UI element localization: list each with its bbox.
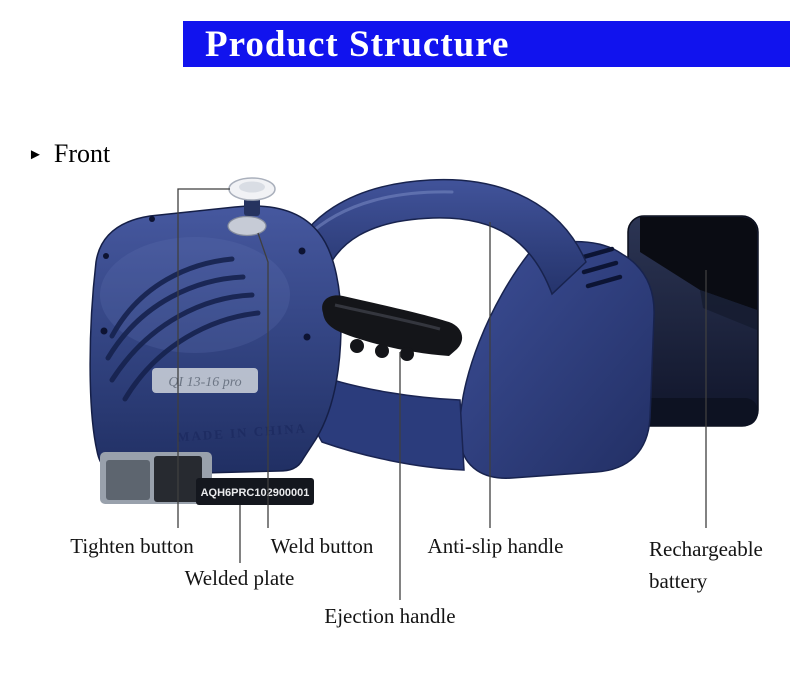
- rechargeable-battery-label-line2: battery: [649, 569, 708, 593]
- battery-bottom-band: [628, 398, 758, 426]
- weld-button-label: Weld button: [270, 534, 374, 558]
- anti-slip-handle: [286, 178, 587, 296]
- rechargeable-battery-label-line1: Rechargeable: [649, 537, 763, 561]
- base-mechanism: AQH6PRC102900001: [100, 452, 314, 505]
- battery-clip: [700, 290, 757, 330]
- serial-number: AQH6PRC102900001: [201, 487, 310, 499]
- weld-button-line: [257, 232, 269, 528]
- front-section-label: ► Front: [28, 139, 110, 169]
- handle-highlight: [303, 190, 454, 240]
- callout-lines: [177, 188, 707, 600]
- welded-plate-label: Welded plate: [184, 566, 295, 590]
- battery-top-panel: [640, 217, 757, 310]
- body-screws: [100, 216, 311, 341]
- model-label: QI 13-16 pro: [168, 375, 241, 390]
- rear-vent-slots: [577, 246, 623, 289]
- body-vent-lines: [105, 256, 261, 402]
- anti-slip-handle-label: Anti-slip handle: [427, 534, 564, 558]
- welded-plate: [196, 478, 314, 505]
- front-arrow-icon: ►: [28, 146, 43, 163]
- tighten-button-label: Tighten button: [70, 534, 194, 558]
- ejection-handle-grip: [322, 295, 463, 361]
- rear-body: [458, 240, 655, 479]
- rechargeable-battery-label: Rechargeable battery: [649, 533, 789, 597]
- page-title: Product Structure: [205, 23, 510, 65]
- page-title-banner: Product Structure: [183, 21, 790, 67]
- tighten-button-line: [177, 188, 230, 528]
- weld-button-knob: [227, 215, 267, 237]
- front-label-text: Front: [53, 139, 111, 168]
- tighten-button-knob: [228, 177, 276, 201]
- body-highlight: [100, 237, 290, 353]
- ejection-handle-label: Ejection handle: [324, 604, 456, 628]
